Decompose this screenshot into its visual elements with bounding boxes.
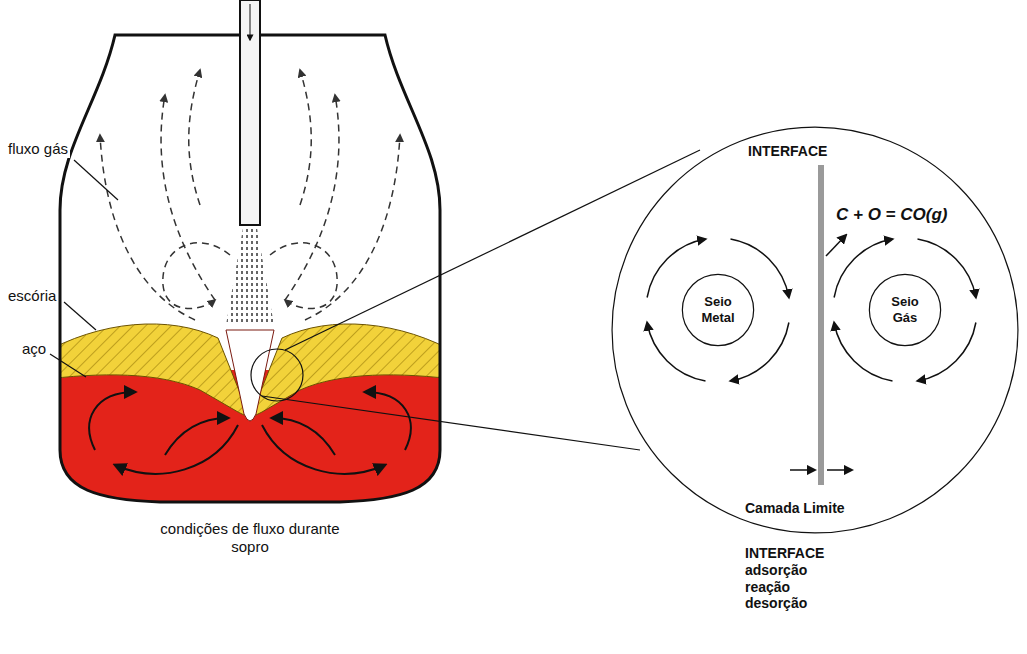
bulk-label: Seio Gás [879, 294, 931, 325]
circle-outline [610, 125, 1020, 535]
part-label: aço [20, 340, 48, 358]
bulk-metal-circle: Seio Metal [682, 274, 754, 346]
interface-heading: INTERFACE [748, 143, 827, 160]
bulk-label: Seio Metal [692, 294, 744, 325]
interface-zoom-circle: INTERFACE C + O = CO(g) Camada Limite Seio … [610, 125, 1020, 535]
figure-caption: condições de fluxo durante sopro [150, 520, 350, 556]
boundary-layer-label: Camada Limite [745, 500, 845, 517]
part-label: fluxo gás [6, 140, 70, 158]
reaction-equation: C + O = CO(g) [836, 205, 947, 225]
interface-steps: INTERFACE adsorção reação desorção [745, 545, 845, 612]
bulk-gas-circle: Seio Gás [869, 274, 941, 346]
part-label: escória [6, 287, 58, 305]
